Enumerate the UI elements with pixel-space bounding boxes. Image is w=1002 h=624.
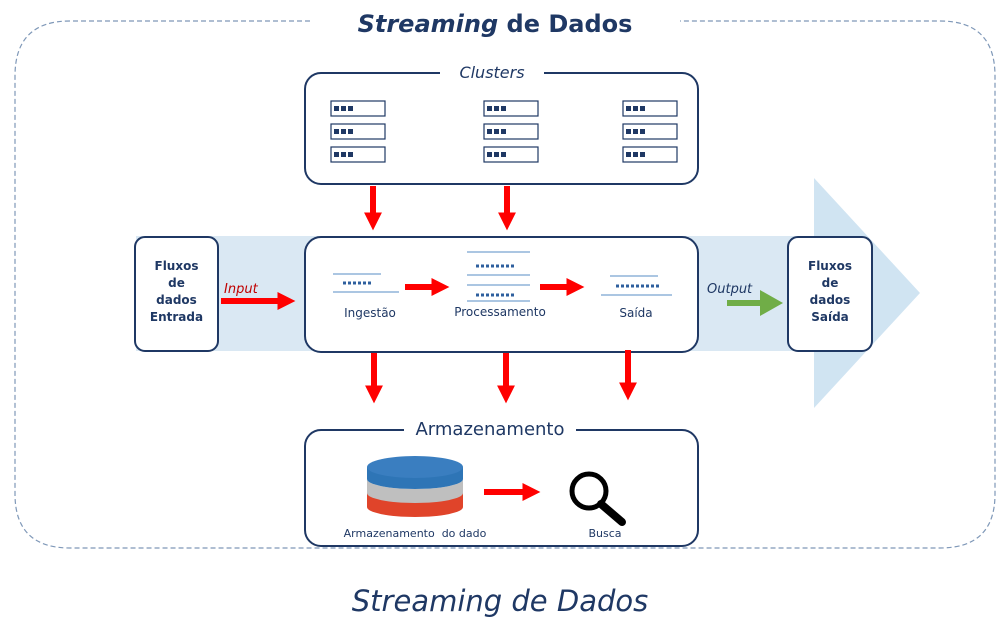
stage-label-saida: Saída — [619, 306, 653, 320]
outer-dashed-frame — [14, 20, 996, 549]
input-box-text: Fluxos de dados Entrada — [149, 259, 204, 324]
diagram-title: Streaming de Dados — [357, 10, 633, 38]
output-label: Output — [707, 282, 753, 297]
clusters-label: Clusters — [459, 63, 525, 82]
output-stage-icon — [601, 275, 672, 296]
db-label: Armazenamento do dado — [343, 527, 487, 540]
search-label: Busca — [588, 527, 622, 540]
input-box — [134, 236, 219, 352]
stage-label-ingestao: Ingestão — [344, 306, 396, 320]
server-icon-group — [330, 100, 678, 163]
output-box-text: Fluxos de dados Saída — [808, 259, 852, 324]
stage-label-processamento: Processamento — [454, 305, 546, 319]
database-icon — [367, 456, 463, 517]
output-box — [787, 236, 873, 352]
figure-caption: Streaming de Dados — [351, 584, 649, 618]
magnifier-icon — [569, 471, 626, 526]
ingestion-icon — [333, 273, 399, 293]
input-label: Input — [224, 282, 258, 297]
processing-icon — [467, 251, 530, 302]
storage-label: Armazenamento — [415, 419, 565, 440]
